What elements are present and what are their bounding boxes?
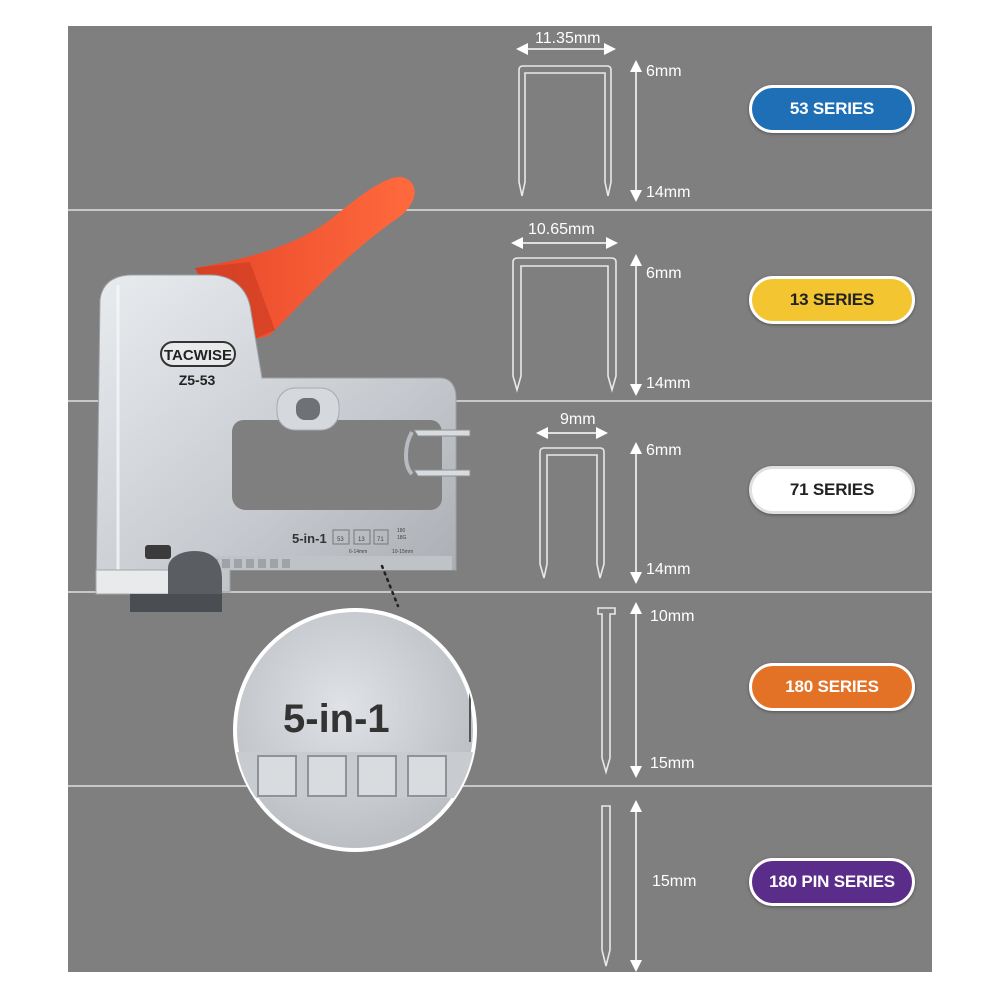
min-length-label-13: 6mm: [646, 265, 682, 282]
model-label: Z5-53: [179, 372, 216, 388]
width-label-53: 11.35mm: [535, 30, 601, 47]
staple-71-diagram: [536, 427, 642, 584]
width-label-71: 9mm: [560, 411, 596, 428]
mini-pin-180: 180: [397, 528, 406, 534]
min-length-label-180: 10mm: [650, 608, 695, 625]
pin-180-diagram: [601, 800, 642, 972]
zoom-feature-label: 5-in-1: [283, 697, 390, 741]
badge-53-series: 53 SERIES: [749, 85, 915, 133]
row-divider: [68, 591, 932, 593]
brand-logo: TACWISE: [164, 347, 232, 364]
min-length-label-53: 6mm: [646, 63, 682, 80]
brad-nail-180-diagram: [597, 602, 642, 778]
row-divider: [68, 209, 932, 211]
badge-71-series: 71 SERIES: [749, 466, 915, 514]
mini-slot-13: 13: [358, 537, 365, 543]
mini-range-b: 10-15mm: [392, 549, 413, 555]
width-label-13: 10.65mm: [528, 221, 595, 238]
row-divider: [68, 785, 932, 787]
max-length-label-53: 14mm: [646, 184, 691, 201]
staple-13-diagram: [511, 237, 642, 396]
max-length-label-13: 14mm: [646, 375, 691, 392]
staple-53-diagram: [516, 43, 642, 202]
length-label-180-pin: 15mm: [652, 873, 697, 890]
mini-slot-53: 53: [337, 537, 344, 543]
max-length-label-71: 14mm: [646, 561, 691, 578]
badge-13-series: 13 SERIES: [749, 276, 915, 324]
mini-slot-71: 71: [377, 537, 384, 543]
min-length-label-71: 6mm: [646, 442, 682, 459]
zoom-lens: 5-in-1: [233, 608, 477, 852]
max-length-label-180: 15mm: [650, 755, 695, 772]
badge-180-pin-series: 180 PIN SERIES: [749, 858, 915, 906]
feature-label: 5-in-1: [292, 531, 327, 546]
mini-pin-18g: 18G: [397, 535, 407, 541]
badge-180-series: 180 SERIES: [749, 663, 915, 711]
row-divider: [68, 400, 932, 402]
mini-range-a: 6-14mm: [349, 549, 367, 555]
